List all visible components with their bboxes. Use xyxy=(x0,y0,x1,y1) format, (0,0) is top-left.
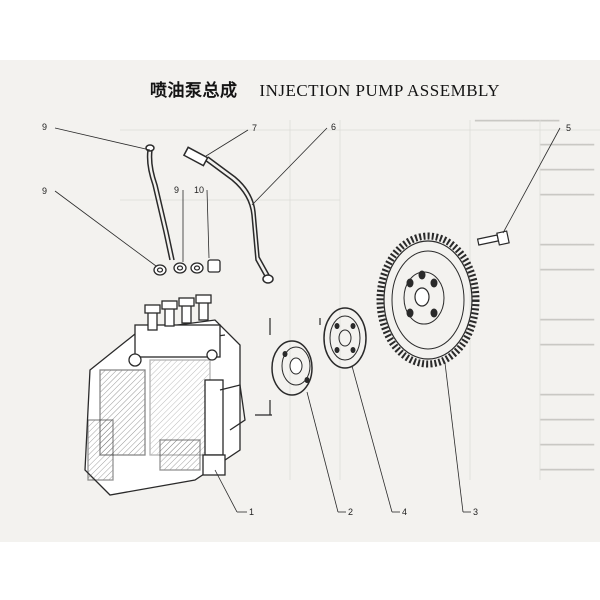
callout-9a: 9 xyxy=(42,186,47,196)
callout-6: 6 xyxy=(331,122,336,132)
callout-10: 10 xyxy=(194,185,204,195)
callout-4: 4 xyxy=(402,507,407,517)
washers xyxy=(153,259,221,276)
timing-gear xyxy=(376,232,480,368)
bolt xyxy=(476,230,510,246)
callout-2: 2 xyxy=(348,507,353,517)
callout-leaders xyxy=(54,127,561,513)
callout-labels: 9 9 9 10 7 6 5 1 2 4 3 xyxy=(42,122,571,517)
callout-9b: 9 xyxy=(174,185,179,195)
bleed-through-rules xyxy=(120,120,600,480)
injection-pump-body xyxy=(84,294,246,496)
callout-8: 9 xyxy=(42,122,47,132)
title-chinese: 喷油泵总成 xyxy=(150,81,238,101)
return-pipe xyxy=(145,144,175,261)
callout-1: 1 xyxy=(249,507,254,517)
title-english: INJECTION PUMP ASSEMBLY xyxy=(259,81,500,100)
callout-7: 7 xyxy=(252,123,257,133)
fuel-pipe xyxy=(182,146,274,284)
coupling-hub xyxy=(271,340,313,396)
callout-5: 5 xyxy=(566,123,571,133)
callout-3: 3 xyxy=(473,507,478,517)
assembly-brackets xyxy=(255,318,321,416)
gear-plate xyxy=(323,307,367,369)
page-title: 喷油泵总成 INJECTION PUMP ASSEMBLY xyxy=(150,76,500,101)
